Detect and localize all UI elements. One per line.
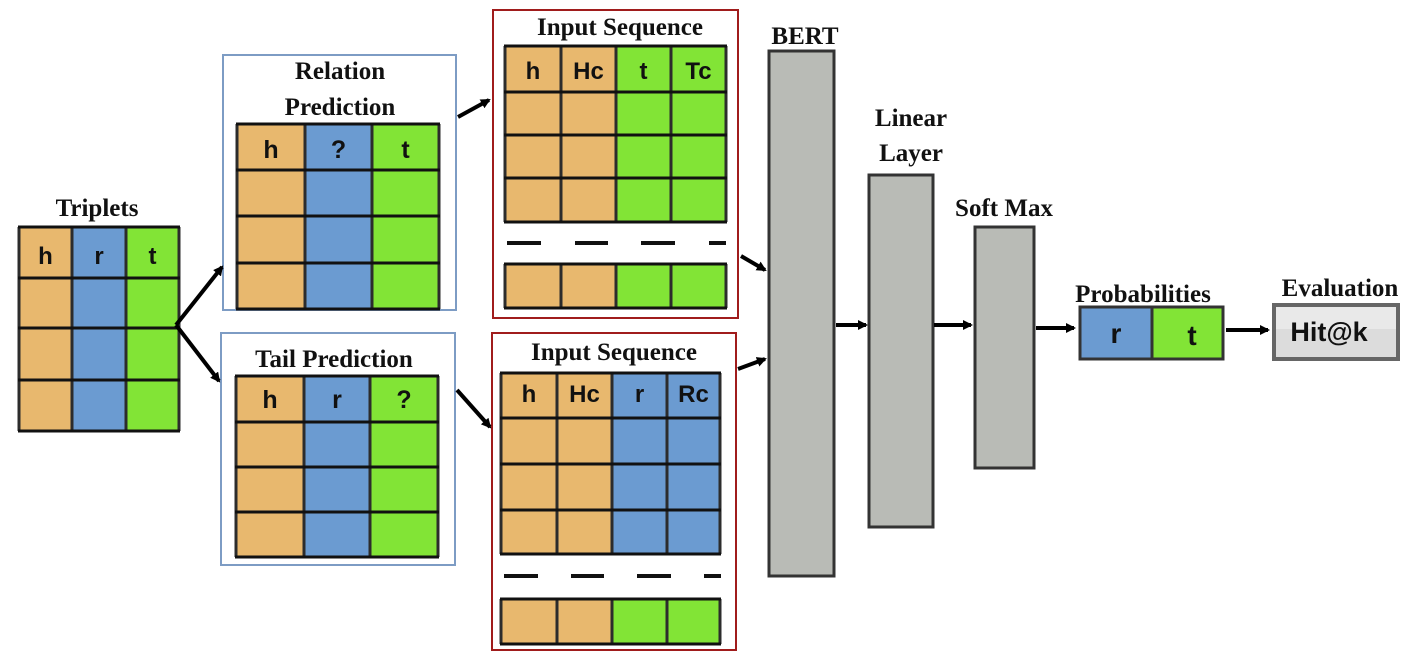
arrow-sequence-bottom-to-bert (737, 357, 767, 371)
tail-prediction-title: Tail Prediction (255, 346, 413, 373)
seq-bot-header-1: Hc (569, 381, 600, 408)
evaluation-metric: Hit@k (1290, 317, 1368, 347)
seq-bot-last-column-2 (612, 599, 667, 644)
linear-layer-label-line1: Linear (875, 105, 947, 132)
evaluation-block: Evaluation Hit@k (1272, 275, 1400, 361)
seq-bot-last-column-0 (501, 599, 557, 644)
arrow-tail-to-sequence (455, 388, 492, 429)
triplets-block: Triplets h r t (17, 195, 181, 433)
relation-prediction-block: Relation Prediction h? t (222, 54, 457, 311)
bert-block: BERT (767, 23, 839, 578)
seq-top-last-column-0 (505, 264, 561, 308)
arrow-triplets-to-relation (174, 265, 224, 327)
seq-top-header-2: t (640, 58, 648, 85)
relation-header-0: h (263, 136, 278, 164)
input-sequence-bottom-table: h Hc r Rc (499, 371, 722, 556)
tail-prediction-block: Tail Prediction h r? (220, 332, 456, 566)
seq-top-last-column-1 (561, 264, 616, 308)
seq-bot-last-column-3 (667, 599, 720, 644)
input-sequence-bottom-frame (491, 332, 737, 651)
input-sequence-top-table: h Hc t Tc (503, 44, 728, 224)
input-sequence-bottom-last-row (499, 597, 722, 646)
bert-label: BERT (771, 23, 839, 50)
relation-prediction-title-line2: Prediction (285, 94, 396, 121)
arrow-relation-to-sequence (457, 98, 491, 119)
input-sequence-top-block: Input Sequence h Hc t Tc (492, 9, 739, 319)
tail-header-1: r (332, 386, 342, 414)
triplets-header-0: h (38, 243, 53, 270)
relation-prediction-table: h? t (235, 122, 441, 311)
seq-bot-header-2: r (635, 381, 644, 408)
softmax-label: Soft Max (955, 195, 1053, 222)
softmax-block: Soft Max (955, 195, 1053, 470)
input-sequence-bottom-block: Input Sequence h Hc r Rc (491, 332, 737, 651)
tail-prediction-frame (220, 332, 456, 566)
probability-label-t: t (1187, 320, 1196, 351)
tail-prediction-table: h r? (234, 374, 440, 559)
seq-bot-header-0: h (522, 381, 537, 408)
probabilities-block: Probabilities r t (1075, 281, 1225, 361)
input-sequence-top-last-row (503, 262, 728, 310)
relation-header-1: ? (331, 136, 346, 164)
tail-header-2: ? (396, 386, 411, 414)
input-sequence-top-frame (492, 9, 739, 319)
linear-layer-label-line2: Layer (879, 140, 943, 167)
relation-prediction-title-line1: Relation (295, 58, 385, 85)
evaluation-title: Evaluation (1282, 275, 1399, 302)
seq-bot-last-column-1 (557, 599, 612, 644)
tail-header-0: h (262, 386, 277, 414)
seq-top-header-0: h (526, 58, 541, 85)
softmax-layer (973, 225, 1036, 470)
seq-top-last-column-2 (616, 264, 671, 308)
seq-top-last-column-3 (671, 264, 726, 308)
probabilities-title: Probabilities (1075, 281, 1211, 308)
evaluation-metric-highlight (1276, 307, 1396, 329)
probability-label-r: r (1111, 318, 1122, 349)
relation-header-2: t (401, 136, 410, 164)
arrow-triplets-to-tail (174, 323, 221, 383)
triplets-title: Triplets (56, 195, 139, 222)
probability-cell-r (1078, 305, 1154, 361)
arrows (174, 98, 1270, 429)
linear-layer (867, 173, 935, 529)
linear-layer-block: Linear Layer (867, 105, 947, 529)
seq-bot-header-3: Rc (678, 381, 709, 408)
triplets-header-2: t (149, 243, 157, 270)
input-sequence-top-title: Input Sequence (537, 14, 703, 41)
arrow-sequence-top-to-bert (739, 254, 767, 272)
bert-layer (767, 49, 836, 578)
input-sequence-bottom-title: Input Sequence (531, 339, 697, 366)
probability-cell-t (1150, 305, 1225, 361)
triplets-header-1: r (94, 243, 103, 270)
seq-top-header-1: Hc (573, 58, 604, 85)
seq-top-header-3: Tc (685, 58, 711, 85)
